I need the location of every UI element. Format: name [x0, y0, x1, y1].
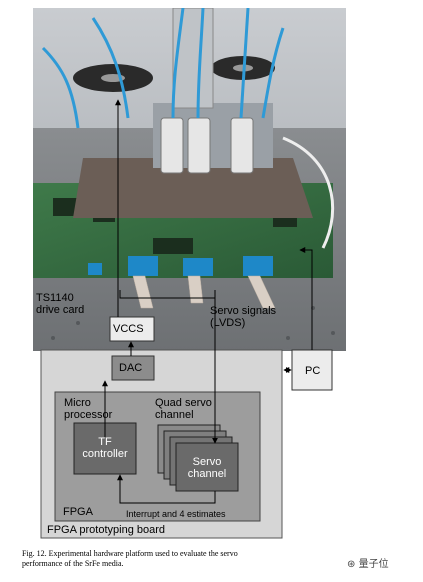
microprocessor-label: Micro processor — [64, 397, 112, 421]
watermark-logo: ⊛ 量子位 — [347, 555, 389, 570]
pc-box — [291, 349, 333, 391]
tape-heads — [160, 117, 254, 174]
interrupt-label: Interrupt and 4 estimates — [126, 509, 226, 519]
ribbon-cables — [132, 275, 276, 309]
figure-caption: Fig. 12. Experimental hardware platform … — [22, 549, 322, 569]
hardware-photo — [33, 8, 346, 351]
tf-controller-line2: controller — [82, 448, 128, 460]
caption-line1: Fig. 12. Experimental hardware platform … — [22, 549, 238, 558]
connection-lines — [102, 99, 313, 504]
white-cable — [282, 136, 335, 249]
board-label: FPGA prototyping board — [47, 524, 166, 536]
head-mount-plate — [73, 158, 313, 218]
drive-card-label-line1: TS1140 — [36, 292, 74, 304]
quad-servo-label: Quad servo channel — [155, 397, 212, 421]
servo-signals-label-line1: Servo signals — [210, 305, 277, 317]
microprocessor-line1: Micro — [64, 397, 91, 409]
dac-box — [111, 355, 155, 381]
fpga-label: FPGA — [63, 506, 93, 518]
quad-servo-line2: channel — [155, 409, 194, 421]
quad-servo-line1: Quad servo — [155, 397, 212, 409]
blue-connectors — [88, 256, 273, 276]
drive-card-label: TS1140 drive card — [36, 292, 84, 316]
watermark-icon: ⊛ — [347, 559, 356, 570]
servo-channel-label: Servo channel — [182, 456, 232, 480]
servo-channel-line2: channel — [187, 468, 227, 480]
vccs-box — [109, 316, 155, 342]
microprocessor-line2: processor — [64, 409, 113, 421]
dac-label: DAC — [119, 362, 143, 374]
servo-channel-line1: Servo — [192, 456, 222, 468]
tf-controller-label: TF controller — [80, 436, 130, 460]
vccs-label: VCCS — [113, 323, 144, 335]
pc-label: PC — [305, 365, 321, 377]
servo-signals-label: Servo signals (LVDS) — [210, 305, 276, 329]
blue-tubes — [41, 8, 285, 129]
tf-controller-line1: TF — [98, 436, 112, 448]
caption-line2: performance of the SrFe media. — [22, 559, 124, 568]
drive-card-label-line2: drive card — [36, 304, 85, 316]
servo-signals-label-line2: (LVDS) — [210, 317, 246, 329]
watermark-text: 量子位 — [358, 559, 389, 570]
